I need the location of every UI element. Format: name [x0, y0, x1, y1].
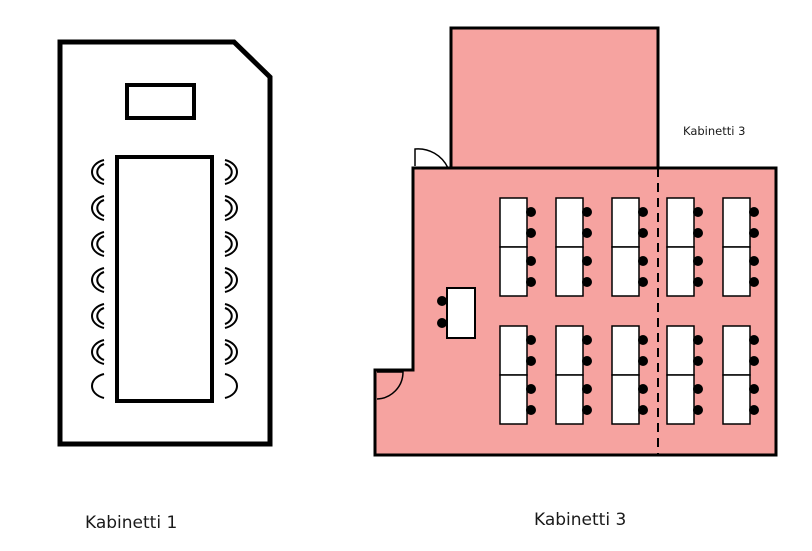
chair: [526, 384, 536, 394]
room-kabinetti-1: [57, 39, 273, 447]
chair: [582, 335, 592, 345]
chair: [526, 277, 536, 287]
chair: [749, 356, 759, 366]
chair: [749, 405, 759, 415]
chair: [91, 303, 105, 329]
chair: [91, 231, 105, 257]
desk: [666, 246, 695, 297]
desk: [666, 197, 695, 248]
chair: [638, 405, 648, 415]
chair: [582, 277, 592, 287]
chair: [749, 207, 759, 217]
chair: [638, 384, 648, 394]
desk: [611, 197, 640, 248]
desk: [555, 374, 584, 425]
chair: [224, 159, 238, 185]
chair: [224, 267, 238, 293]
desk: [722, 246, 751, 297]
chair: [693, 384, 703, 394]
desk: [555, 325, 584, 376]
chair: [91, 195, 105, 221]
desk: [722, 325, 751, 376]
chair: [693, 335, 703, 345]
chair: [91, 373, 105, 399]
chair: [582, 384, 592, 394]
chair: [749, 228, 759, 238]
desk: [611, 246, 640, 297]
chair: [526, 207, 536, 217]
chair: [582, 256, 592, 266]
chair: [526, 356, 536, 366]
chair: [526, 256, 536, 266]
desk: [555, 197, 584, 248]
desk: [722, 197, 751, 248]
room3-door-left: [376, 371, 404, 400]
room3-inner-label: Kabinetti 3: [683, 124, 746, 138]
chair: [526, 335, 536, 345]
desk: [722, 374, 751, 425]
chair: [224, 339, 238, 365]
room-kabinetti-3: [373, 26, 778, 457]
chair: [638, 335, 648, 345]
chair: [582, 356, 592, 366]
chair: [693, 228, 703, 238]
room3-teacher-chair: [437, 318, 447, 328]
room1-small-table: [125, 83, 196, 120]
chair: [693, 207, 703, 217]
room3-annex: [449, 26, 660, 170]
chair: [224, 303, 238, 329]
room1-conference-table: [115, 155, 214, 403]
chair: [526, 405, 536, 415]
chair: [224, 195, 238, 221]
desk: [611, 374, 640, 425]
desk: [666, 374, 695, 425]
chair: [749, 277, 759, 287]
chair: [693, 256, 703, 266]
chair: [224, 373, 238, 399]
room1-caption: Kabinetti 1: [85, 513, 178, 533]
chair: [638, 256, 648, 266]
desk: [499, 197, 528, 248]
desk: [555, 246, 584, 297]
room3-teacher-desk: [446, 287, 476, 339]
room3-door-top: [414, 148, 449, 169]
desk: [499, 325, 528, 376]
chair: [91, 159, 105, 185]
chair: [582, 228, 592, 238]
chair: [749, 335, 759, 345]
chair: [638, 356, 648, 366]
room3-teacher-chair: [437, 296, 447, 306]
chair: [526, 228, 536, 238]
desk: [611, 325, 640, 376]
room3-caption: Kabinetti 3: [534, 510, 627, 530]
desk: [499, 246, 528, 297]
chair: [91, 267, 105, 293]
chair: [749, 256, 759, 266]
desk: [499, 374, 528, 425]
desk: [666, 325, 695, 376]
chair: [638, 277, 648, 287]
room1-chairs: [91, 159, 238, 399]
chair: [693, 356, 703, 366]
chair: [638, 228, 648, 238]
chair: [582, 405, 592, 415]
chair: [693, 277, 703, 287]
chair: [91, 339, 105, 365]
chair: [582, 207, 592, 217]
chair: [693, 405, 703, 415]
room3-desk-grid: [499, 197, 759, 425]
chair: [638, 207, 648, 217]
chair: [224, 231, 238, 257]
chair: [749, 384, 759, 394]
